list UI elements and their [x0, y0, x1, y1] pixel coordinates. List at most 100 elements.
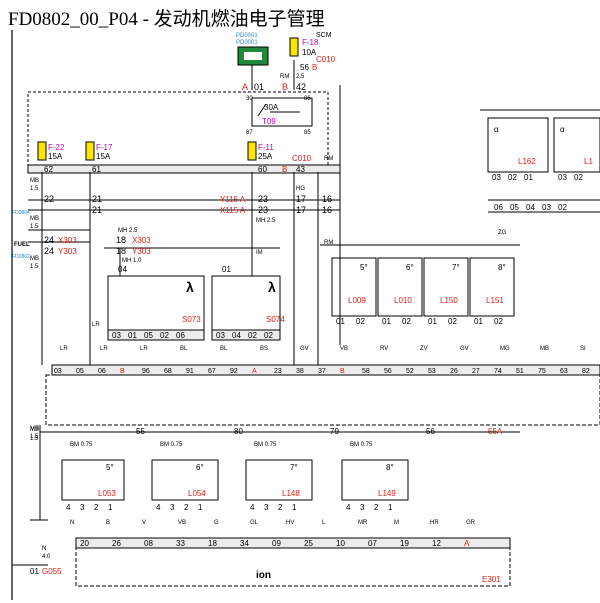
coil-pin-1-0: 4 [156, 503, 161, 512]
heater-id-0: L162 [518, 157, 536, 166]
bus-pin-2: 79 [330, 427, 339, 436]
injector-pin-0-1: 02 [356, 317, 365, 326]
coil-pin-3-3: 1 [388, 503, 393, 512]
left-wire-label-5: 1.5 [30, 264, 39, 270]
coil-id-0: L053 [98, 489, 116, 498]
injector-id-3: L151 [486, 296, 504, 305]
coil-pin-3-2: 2 [374, 503, 379, 512]
connector-x303: X303 [132, 236, 151, 245]
fuse-top-code-2: PD0001 [236, 40, 258, 46]
coil-wire-label-2: V [142, 520, 146, 526]
center-pin-4: 17 [296, 194, 306, 204]
ground-wire: N [42, 546, 46, 552]
coil-wire-label-0: N [70, 520, 74, 526]
mid-wire-mh25-b: MH 2.5 [256, 218, 276, 224]
ecu-pin-14: 58 [362, 368, 370, 375]
injector-pin-1-0: 01 [382, 317, 391, 326]
bus-gauge-mb: 1.5 [30, 436, 39, 442]
ecu-pin-12: 37 [318, 368, 326, 375]
ignition-label: ion [256, 570, 271, 581]
ecu-wire-label-5: BS [260, 346, 268, 352]
relay-pin-86: 86 [304, 96, 311, 102]
bus-pin-1: 80 [234, 427, 243, 436]
lambda-top-pin-1: 01 [222, 265, 231, 274]
injector-pin-1-1: 02 [402, 317, 411, 326]
center-pin-3: 23 [258, 205, 268, 215]
heater-num-0: α [494, 125, 499, 134]
coil-pin-0-0: 4 [66, 503, 71, 512]
ground-pin: 01 [30, 567, 39, 576]
coil-pin-0-3: 1 [108, 503, 113, 512]
ignition-pin-9: 07 [368, 539, 377, 548]
lambda-id-0: S073 [182, 315, 201, 324]
coil-wire-label-5: GL [250, 520, 259, 526]
fuse-top-rating: 10A [302, 48, 317, 57]
left-pin-24a: 24 [44, 235, 54, 245]
upper-pin-4: 43 [296, 165, 305, 174]
relay-pin-a-num: 01 [254, 82, 264, 92]
ecu-pin-11: 38 [296, 368, 304, 375]
ignition-pin-7: 25 [304, 539, 313, 548]
injector-id-2: L150 [440, 296, 458, 305]
upper-pin-2: 60 [258, 165, 267, 174]
coil-id-2: L148 [282, 489, 300, 498]
fuse-top-id: F-18 [302, 38, 319, 47]
lambda-symbol-1: λ [268, 279, 276, 295]
coil-pin-0-2: 2 [94, 503, 99, 512]
ecu-pin-0: 03 [54, 368, 62, 375]
ignition-pin-3: 33 [176, 539, 185, 548]
left-wire-label-4: MB [30, 256, 39, 262]
coil-num-2: 7° [290, 463, 298, 472]
injector-pin-3-0: 01 [474, 317, 483, 326]
lambda-pin-0-2: 05 [144, 331, 153, 340]
heater-row-pin-3: 03 [542, 203, 551, 212]
coil-wire-label-9: M [394, 520, 399, 526]
coil-num-3: 8° [386, 463, 394, 472]
heater-num-1: α [560, 125, 565, 134]
coil-wire-label-7: L [322, 520, 326, 526]
coil-wire-label-8: MR [358, 520, 368, 526]
mid-wire-im: IM [256, 250, 263, 256]
lambda-pin-1-1: 04 [232, 331, 241, 340]
ecu-pin-5: 68 [164, 368, 172, 375]
left-code-y303: Y303 [58, 247, 77, 256]
ecu-pin-15: 56 [384, 368, 392, 375]
heater-pin-0-0: 03 [492, 173, 501, 182]
bus-pin-3: 56 [426, 427, 435, 436]
ignition-pin-2: 08 [144, 539, 153, 548]
heater-id-1: L1 [584, 157, 593, 166]
injector-num-3: 8° [498, 263, 506, 272]
battery-icon [237, 46, 269, 66]
ignition-pin-11: 12 [432, 539, 441, 548]
injector-id-0: L009 [348, 296, 366, 305]
ecu-pin-21: 51 [516, 368, 524, 375]
relay-pin-b-num: 42 [296, 82, 306, 92]
heater-row-pin-0: 06 [494, 203, 503, 212]
upper-pin-1: 61 [92, 165, 101, 174]
relay-rating: 30A [264, 103, 279, 112]
ecu-pin-4: 96 [142, 368, 150, 375]
ecu-wire-label-3: BL [180, 346, 188, 352]
ecu-pin-17: 53 [428, 368, 436, 375]
ecu-wire-label-7: VB [340, 346, 348, 352]
relay-pin-a: A [242, 82, 248, 92]
fuse-id-2: F-11 [258, 143, 274, 152]
injector-pin-2-0: 01 [428, 317, 437, 326]
fuse-top-scm: SCM [316, 32, 332, 39]
ecu-pin-23: 63 [560, 368, 568, 375]
relay-pin-30: 30 [246, 96, 253, 102]
fuel-code: FD0802 [12, 254, 30, 260]
ecu-wire-label-10: GV [460, 346, 469, 352]
injector-pin-3-1: 02 [494, 317, 503, 326]
mid-wire-mh25: MH 2.5 [118, 228, 138, 234]
left-wire-label-0: MB [30, 178, 39, 184]
ecu-wire-label-1: LR [100, 346, 108, 352]
left-wire-label-1: 1.5 [30, 186, 39, 192]
fuse-top-pin-b: B [312, 63, 317, 72]
ignition-pin-4: 18 [208, 539, 217, 548]
center-pin-8: 18 [116, 235, 126, 245]
center-pin-9: 18 [116, 246, 126, 256]
ecu-pin-16: 52 [406, 368, 414, 375]
page-title: FD0802_00_P04 - 发动机燃油电子管理 [8, 9, 325, 30]
